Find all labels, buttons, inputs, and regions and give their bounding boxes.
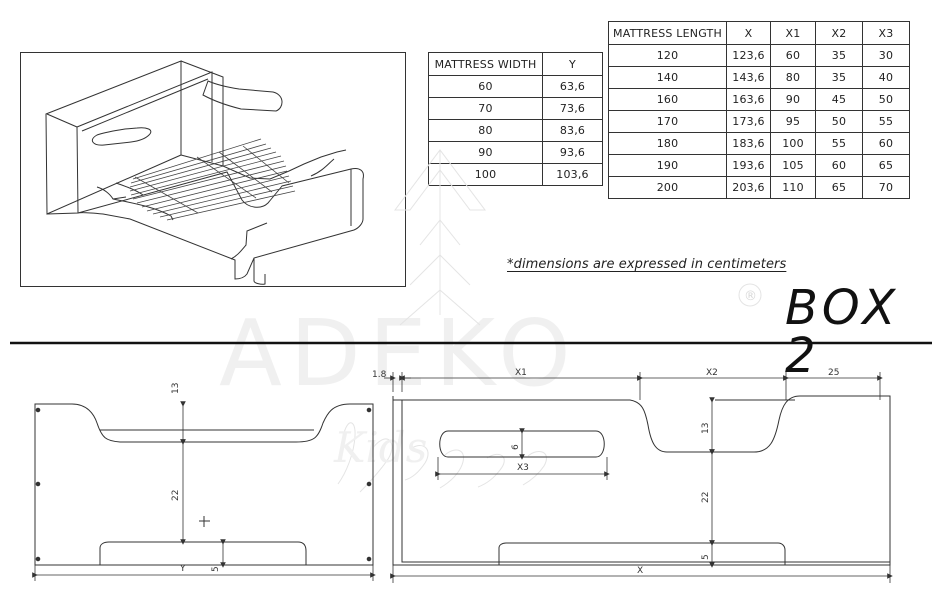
box-title: BOX 2: [785, 280, 900, 384]
left-top-dimension-label: 13: [171, 383, 181, 394]
x-cell: 203,6: [726, 176, 771, 199]
isometric-view-frame: [20, 52, 406, 287]
left-panel-dimensions: [32, 401, 376, 581]
length-cell: 120: [608, 44, 727, 67]
dimensions-note: *dimensions are expressed in centimeters: [507, 257, 787, 272]
right-middle-dimension-label: 22: [701, 492, 711, 503]
right-x2-dimension-label: X2: [706, 368, 718, 378]
brand-watermark: ADEKO: [219, 300, 579, 407]
right-thickness-dimension-label: 1.8: [372, 370, 387, 380]
x2-cell: 35: [815, 44, 863, 67]
right-slot-height-dimension-label: 6: [511, 444, 521, 450]
x1-cell: 110: [770, 176, 816, 199]
right-panel-drawing: [392, 395, 891, 566]
x-cell: 163,6: [726, 88, 771, 111]
left-middle-dimension-label: 22: [171, 490, 181, 501]
length-cell: 160: [608, 88, 727, 111]
x2-cell: 35: [815, 66, 863, 89]
y-cell: 83,6: [542, 119, 603, 142]
x2-header: X2: [815, 21, 863, 45]
y-header: Y: [542, 52, 603, 76]
y-cell: 93,6: [542, 141, 603, 164]
x3-cell: 70: [862, 176, 910, 199]
left-panel-drawing: [34, 403, 374, 566]
right-slot-width-dimension-label: X3: [517, 463, 529, 473]
x3-cell: 55: [862, 110, 910, 133]
right-top-dimension-label: 13: [701, 423, 711, 434]
left-bottom-dimension-label: 5: [211, 566, 221, 572]
x3-cell: 65: [862, 154, 910, 177]
x3-header: X3: [862, 21, 910, 45]
right-x1-dimension-label: X1: [515, 368, 527, 378]
y-cell: 63,6: [542, 75, 603, 98]
right-bottom-dimension-label: 5: [701, 554, 711, 560]
mattress-width-table: MATTRESS WIDTH Y 60 63,6 70 73,6 80 83,6…: [428, 52, 603, 186]
mattress-length-table: MATTRESS LENGTH X X1 X2 X3 120 123,6 60 …: [608, 21, 910, 199]
left-width-dimension-label: Y: [179, 564, 186, 574]
x1-cell: 60: [770, 44, 816, 67]
right-25-dimension-label: 25: [828, 368, 839, 378]
x2-cell: 65: [815, 176, 863, 199]
right-panel-dimensions: [384, 372, 893, 583]
y-cell: 73,6: [542, 97, 603, 120]
mattress-length-header: MATTRESS LENGTH: [608, 21, 727, 45]
x1-cell: 80: [770, 66, 816, 89]
right-total-width-dimension-label: X: [637, 566, 643, 576]
watermark-script-text: Kids: [333, 423, 427, 472]
watermark-registered-mark: ®: [744, 289, 757, 304]
y-cell: 103,6: [542, 163, 603, 186]
isometric-bed-illustration: [45, 60, 364, 285]
